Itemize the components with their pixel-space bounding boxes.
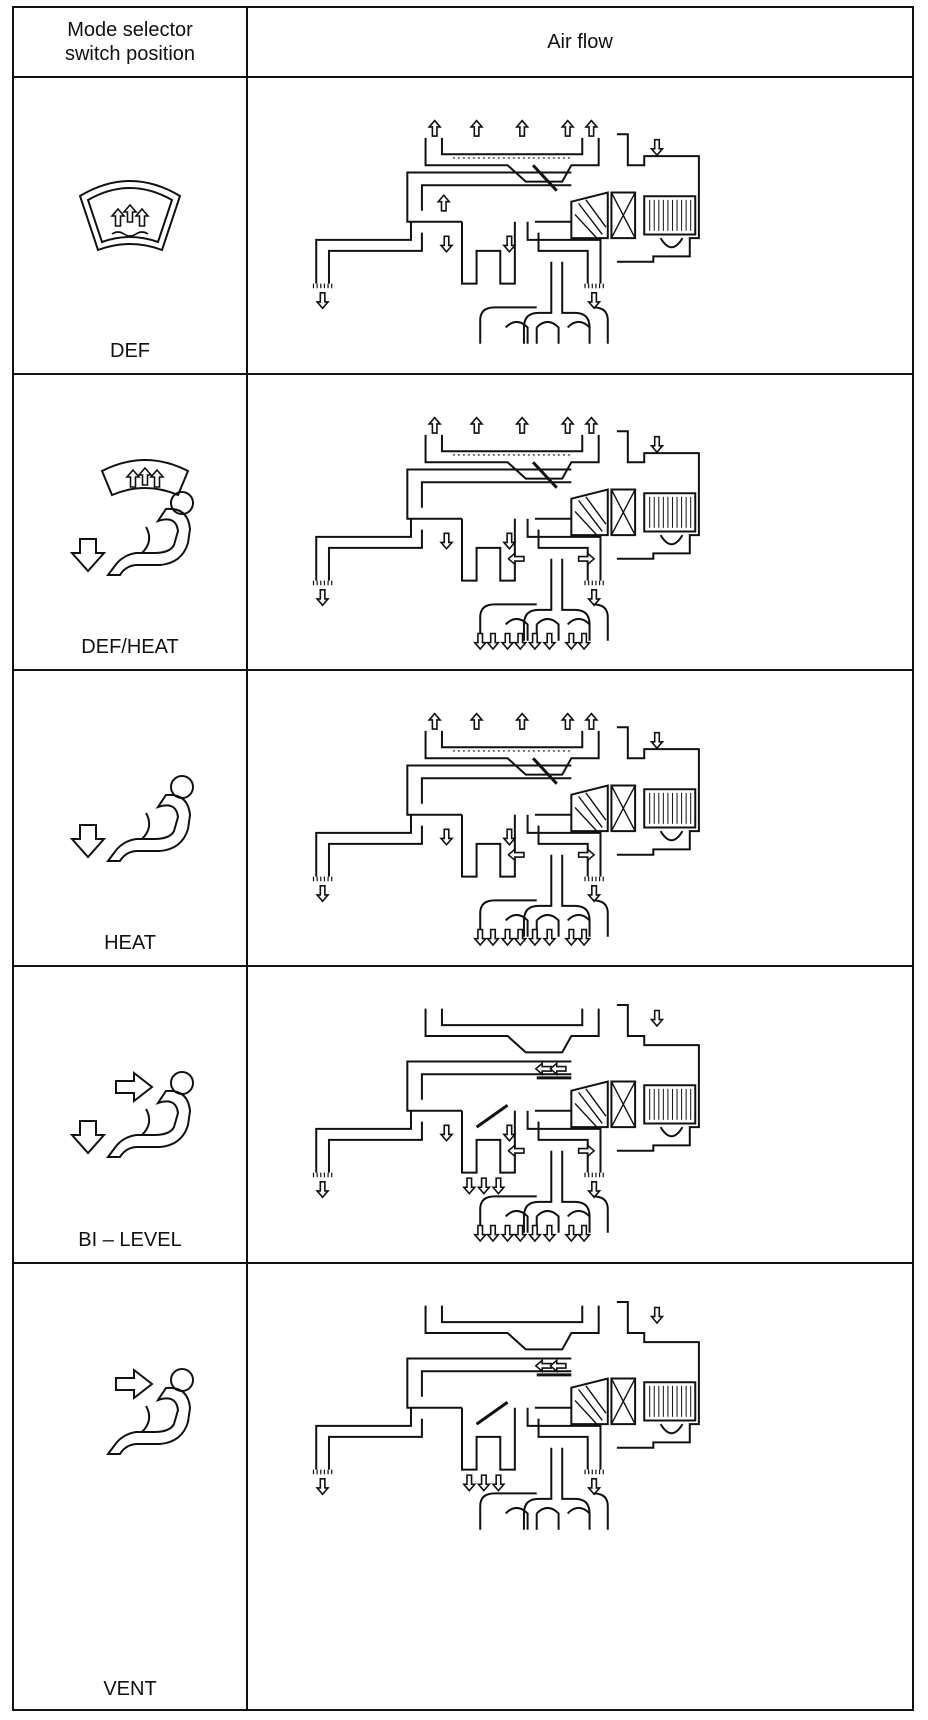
- mode-label: VENT: [103, 1678, 157, 1700]
- header-mode-selector: Mode selector switch position: [14, 8, 246, 76]
- bilevel-seat-icon: [50, 1035, 210, 1185]
- air-flow-cell: [248, 76, 912, 373]
- row-divider: [14, 669, 912, 671]
- mode-label: DEF/HEAT: [81, 636, 179, 658]
- def-heat-seat-icon: [50, 443, 210, 593]
- air-flow-cell: [248, 373, 912, 669]
- air-flow-diagram: [312, 119, 708, 364]
- mode-cell: DEF/HEAT: [14, 373, 246, 669]
- mode-cell: BI – LEVEL: [14, 965, 246, 1262]
- mode-label: BI – LEVEL: [78, 1229, 182, 1251]
- defrost-windshield-icon: [50, 146, 210, 296]
- row-divider: [14, 373, 912, 375]
- heat-seat-icon: [50, 739, 210, 889]
- air-flow-cell: [248, 965, 912, 1262]
- air-flow-diagram: [312, 983, 708, 1242]
- header-divider: [14, 76, 912, 78]
- air-flow-diagram: [312, 712, 708, 946]
- header-air-flow: Air flow: [248, 8, 912, 76]
- table-row: BI – LEVEL: [14, 965, 912, 1262]
- air-flow-diagram: [312, 1280, 708, 1550]
- row-divider: [14, 965, 912, 967]
- header-mode-text: Mode selector switch position: [64, 19, 196, 65]
- vent-seat-icon: [50, 1332, 210, 1482]
- mode-label: HEAT: [104, 932, 156, 954]
- mode-label: DEF: [110, 340, 150, 362]
- mode-cell: VENT: [14, 1262, 246, 1711]
- air-flow-cell: [248, 1262, 912, 1711]
- table-row: DEF/HEAT: [14, 373, 912, 669]
- column-divider: [246, 8, 248, 1709]
- mode-cell: HEAT: [14, 669, 246, 965]
- airflow-table: Mode selector switch position Air flow D…: [12, 6, 914, 1711]
- mode-cell: DEF: [14, 76, 246, 373]
- table-row: VENT: [14, 1262, 912, 1711]
- table-row: HEAT: [14, 669, 912, 965]
- row-divider: [14, 1262, 912, 1264]
- air-flow-diagram: [312, 416, 708, 650]
- air-flow-cell: [248, 669, 912, 965]
- header-airflow-text: Air flow: [547, 31, 613, 53]
- table-row: DEF: [14, 76, 912, 373]
